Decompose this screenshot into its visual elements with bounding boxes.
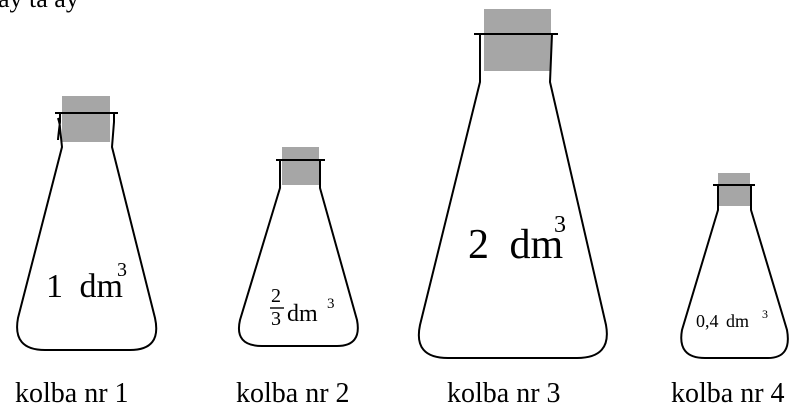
flask-4-volume-exponent: 3 <box>762 307 768 321</box>
flask-1-volume: 1 dm <box>46 268 123 305</box>
flask-1-outline <box>16 112 158 351</box>
flask-1-volume-exponent: 3 <box>117 259 127 281</box>
flask-3-volume-exponent: 3 <box>554 212 566 238</box>
flask-4-volume-number: 0,4 <box>696 311 719 331</box>
flask-4-label: kolba nr 4 <box>671 378 785 409</box>
flask-2-stopper <box>282 147 319 185</box>
flask-2-outline <box>238 159 359 347</box>
flask-3-volume-number: 2 <box>468 222 489 268</box>
flask-4-stopper <box>718 173 750 206</box>
flask-3-outline <box>417 33 608 359</box>
flask-3-volume-unit: dm <box>510 222 564 268</box>
flask-2-label: kolba nr 2 <box>236 378 350 409</box>
flask-3-stopper <box>484 9 551 71</box>
flask-1-volume-unit: dm <box>80 268 123 305</box>
flask-1-label: kolba nr 1 <box>15 378 129 409</box>
flask-4-volume-unit: dm <box>726 311 749 331</box>
flask-1-stopper <box>62 96 110 142</box>
flask-2-volume-numerator: 2 <box>271 285 281 307</box>
flask-1: 1 dm 3 kolba nr 1 <box>15 96 158 409</box>
flask-1-volume-number: 1 <box>46 268 63 305</box>
flask-2-volume-denominator: 3 <box>271 308 281 330</box>
flask-2-volume-exponent: 3 <box>327 296 335 312</box>
flask-2: 2 3 dm 3 kolba nr 2 <box>236 147 359 409</box>
flask-3-label: kolba nr 3 <box>447 378 561 409</box>
flask-4-outline <box>680 184 789 359</box>
flask-2-volume-unit: dm <box>287 301 318 327</box>
flask-3-volume: 2 dm <box>468 222 564 268</box>
flask-4: 0,4 dm 3 kolba nr 4 <box>671 173 789 409</box>
flask-3: 2 dm 3 kolba nr 3 <box>417 9 608 409</box>
flask-4-volume: 0,4 dm <box>696 311 749 331</box>
partial-top-text: ay ta ay <box>0 0 79 13</box>
